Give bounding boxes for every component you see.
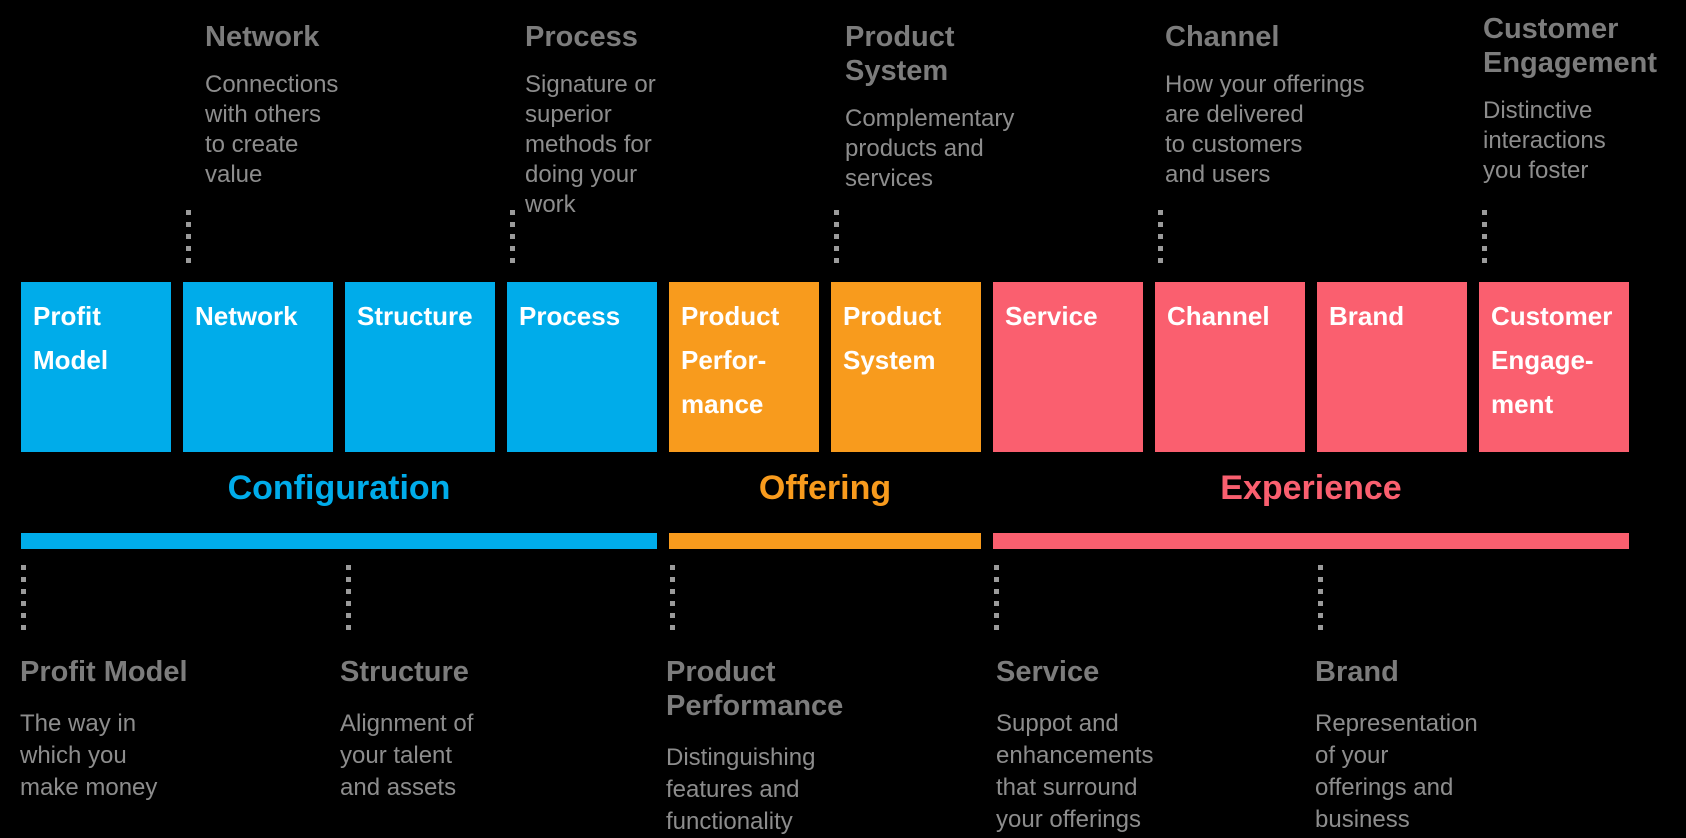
annotation-description: How your offerings are delivered to cust… bbox=[1165, 71, 1365, 188]
annotation-title: Customer Engagement bbox=[1483, 13, 1658, 79]
dotted-connector bbox=[834, 210, 839, 268]
innovation-box-row: Profit Model Network Structure Process P… bbox=[21, 282, 1629, 452]
box-product-system: Product System bbox=[831, 282, 981, 452]
dotted-connector bbox=[670, 565, 675, 630]
annotation-title: Product Performance bbox=[666, 656, 844, 722]
box-process: Process bbox=[507, 282, 657, 452]
top-annotation-product-system: Product System Complementary products an… bbox=[845, 20, 1057, 194]
annotation-description: Representation of your offerings and bus… bbox=[1315, 710, 1478, 833]
top-annotation-customer-engagement: Customer Engagement Distinctive interact… bbox=[1483, 12, 1686, 186]
annotation-title: Service bbox=[996, 656, 1100, 688]
box-brand: Brand bbox=[1317, 282, 1467, 452]
top-annotation-network: Network Connections with others to creat… bbox=[205, 20, 417, 190]
category-label-experience: Experience bbox=[1220, 469, 1402, 507]
annotation-title: Process bbox=[525, 21, 638, 53]
box-profit-model: Profit Model bbox=[21, 282, 171, 452]
top-annotation-channel: Channel How your offerings are delivered… bbox=[1165, 20, 1377, 190]
dotted-connector bbox=[346, 565, 351, 630]
annotation-title: Brand bbox=[1315, 656, 1399, 688]
annotation-title: Channel bbox=[1165, 21, 1280, 53]
annotation-description: Distinguishing features and functionalit… bbox=[666, 744, 816, 835]
dotted-connector bbox=[994, 565, 999, 630]
bottom-annotation-product-performance: Product Performance Distinguishing featu… bbox=[666, 655, 878, 838]
box-product-performance: Product Perfor- mance bbox=[669, 282, 819, 452]
dotted-connector bbox=[186, 210, 191, 268]
annotation-description: Signature or superior methods for doing … bbox=[525, 71, 656, 218]
annotation-title: Product System bbox=[845, 21, 955, 87]
annotation-description: Suppot and enhancements that surround yo… bbox=[996, 710, 1154, 833]
annotation-description: Distinctive interactions you foster bbox=[1483, 97, 1606, 184]
bottom-annotation-service: Service Suppot and enhancements that sur… bbox=[996, 655, 1208, 836]
box-network: Network bbox=[183, 282, 333, 452]
category-label-configuration: Configuration bbox=[227, 469, 451, 507]
annotation-title: Network bbox=[205, 21, 320, 53]
bottom-annotation-structure: Structure Alignment of your talent and a… bbox=[340, 655, 552, 804]
annotation-description: The way in which you make money bbox=[20, 710, 158, 801]
dotted-connector bbox=[21, 565, 26, 630]
category-bar-offering bbox=[669, 533, 981, 549]
bottom-annotation-brand: Brand Representation of your offerings a… bbox=[1315, 655, 1527, 836]
annotation-description: Alignment of your talent and assets bbox=[340, 710, 474, 801]
dotted-connector bbox=[1318, 565, 1323, 630]
category-label-offering: Offering bbox=[758, 469, 892, 507]
annotation-title: Profit Model bbox=[20, 656, 188, 688]
dotted-connector bbox=[1482, 210, 1487, 268]
box-customer-engagement: Customer Engage- ment bbox=[1479, 282, 1629, 452]
annotation-title: Structure bbox=[340, 656, 469, 688]
category-bar-experience bbox=[993, 533, 1629, 549]
category-bar-configuration bbox=[21, 533, 657, 549]
dotted-connector bbox=[510, 210, 515, 268]
bottom-annotation-profit-model: Profit Model The way in which you make m… bbox=[20, 655, 232, 804]
annotation-description: Connections with others to create value bbox=[205, 71, 339, 188]
box-structure: Structure bbox=[345, 282, 495, 452]
dotted-connector bbox=[1158, 210, 1163, 268]
top-annotation-process: Process Signature or superior methods fo… bbox=[525, 20, 737, 220]
annotation-description: Complementary products and services bbox=[845, 105, 1015, 192]
box-channel: Channel bbox=[1155, 282, 1305, 452]
box-service: Service bbox=[993, 282, 1143, 452]
